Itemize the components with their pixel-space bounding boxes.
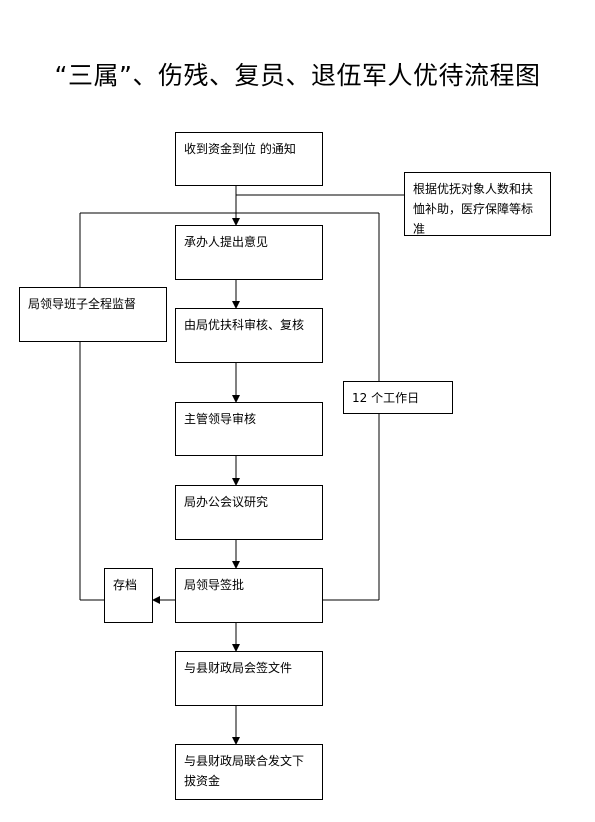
node-supervision: 局领导班子全程监督 [19, 287, 167, 342]
node-notice: 收到资金到位 的通知 [175, 132, 323, 186]
node-deadline-label: 12 个工作日 [352, 391, 420, 405]
page-title: “三属”、伤残、复员、退伍军人优待流程图 [54, 61, 541, 90]
node-deadline: 12 个工作日 [343, 381, 453, 414]
node-notice-label: 收到资金到位 的通知 [184, 142, 296, 156]
node-archive: 存档 [104, 568, 153, 623]
node-opinion: 承办人提出意见 [175, 225, 323, 280]
node-leader-review-label: 主管领导审核 [184, 412, 257, 426]
node-basis: 根据优抚对象人数和扶恤补助，医疗保障等标准 [404, 172, 551, 236]
node-approve-label: 局领导签批 [184, 578, 245, 592]
node-opinion-label: 承办人提出意见 [184, 235, 269, 249]
node-countersign: 与县财政局会签文件 [175, 651, 323, 706]
node-supervision-label: 局领导班子全程监督 [28, 297, 137, 311]
node-basis-label: 根据优抚对象人数和扶恤补助，医疗保障等标准 [413, 182, 534, 236]
node-review: 由局优扶科审核、复核 [175, 308, 323, 363]
node-joint-issue-label: 与县财政局联合发文下拔资金 [184, 754, 305, 788]
node-leader-review: 主管领导审核 [175, 402, 323, 456]
node-joint-issue: 与县财政局联合发文下拔资金 [175, 744, 323, 800]
node-meeting: 局办公会议研究 [175, 485, 323, 540]
node-meeting-label: 局办公会议研究 [184, 495, 269, 509]
node-approve: 局领导签批 [175, 568, 323, 623]
node-archive-label: 存档 [113, 578, 138, 592]
node-countersign-label: 与县财政局会签文件 [184, 661, 293, 675]
node-review-label: 由局优扶科审核、复核 [184, 318, 305, 332]
